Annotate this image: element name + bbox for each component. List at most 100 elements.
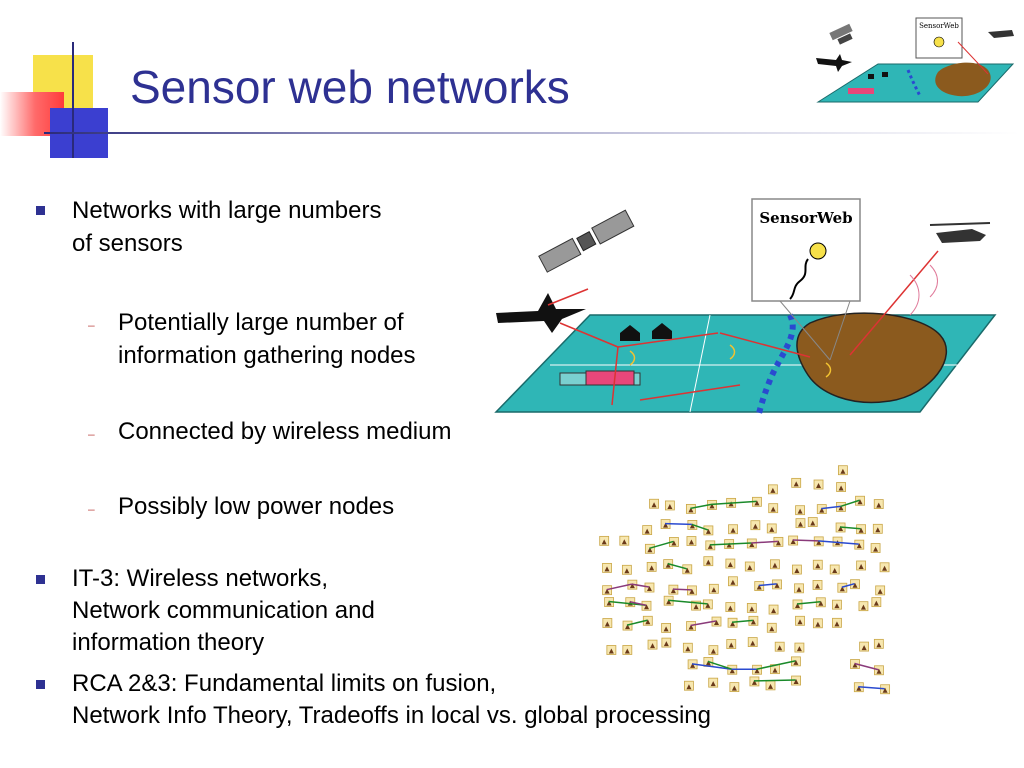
sensor-link <box>629 600 647 607</box>
sensor-node-icon <box>728 576 738 587</box>
sensor-node-icon <box>794 583 804 594</box>
sensor-link <box>690 620 717 627</box>
bullet-square-icon <box>36 206 45 215</box>
sensor-node-icon <box>661 637 672 648</box>
sensor-node-icon <box>725 558 736 569</box>
sensor-node-icon <box>832 599 842 610</box>
sensor-node-icon <box>750 520 761 531</box>
sensor-link <box>751 540 778 544</box>
sensor-node-icon <box>726 639 737 649</box>
sensor-node-icon <box>880 684 891 695</box>
sensor-link <box>606 583 633 591</box>
sensor-node-icon <box>691 600 701 611</box>
sensor-node-icon <box>855 495 865 506</box>
sensor-node-icon <box>664 500 675 511</box>
sensorweb-thumbnail: SensorWeb <box>816 17 1015 103</box>
sensor-node-icon <box>728 524 738 535</box>
sensor-link <box>692 663 732 670</box>
sensor-link <box>758 583 777 587</box>
sensor-node-icon <box>832 617 842 628</box>
sensor-link <box>792 539 819 542</box>
subbullet-gathering-nodes: – Potentially large number of informatio… <box>88 309 416 369</box>
bullet-rca: RCA 2&3: Fundamental limits on fusion, N… <box>36 668 711 732</box>
sensor-node-icon <box>708 583 719 594</box>
sensor-node-icon <box>746 602 757 613</box>
sensor-node-icon <box>649 498 659 509</box>
sensor-node-icon <box>621 564 632 575</box>
sensor-link <box>667 562 687 570</box>
bullet-square-icon <box>36 680 45 689</box>
sensor-node-icon <box>856 560 867 571</box>
sensor-node-icon <box>765 680 776 691</box>
sensor-link <box>840 499 860 508</box>
sensor-node-icon <box>856 524 867 535</box>
sensor-node-icon <box>744 561 755 572</box>
sensor-node-icon <box>873 638 884 649</box>
sensor-node-icon <box>646 561 657 572</box>
sensor-link <box>626 619 648 626</box>
sensor-node-icon <box>874 665 884 676</box>
bullet-networks: Networks with large numbers of sensors <box>36 194 381 260</box>
sensor-node-icon <box>766 523 777 534</box>
sensor-node-icon <box>703 525 714 536</box>
slide-title: Sensor web networks <box>130 61 570 113</box>
sensor-node-icon <box>870 543 881 553</box>
sensor-link <box>756 660 796 670</box>
sensor-link <box>649 540 674 550</box>
sensor-node-icon <box>622 645 633 655</box>
sensor-node-icon <box>812 559 823 570</box>
sensor-node-icon <box>619 535 630 546</box>
subbullet-wireless: – Connected by wireless medium <box>88 415 451 448</box>
sensorweb-illustration: SensorWeb <box>494 198 997 418</box>
sensor-node-icon <box>602 618 613 628</box>
sensor-node-icon <box>859 641 870 652</box>
sensor-node-icon <box>729 682 740 693</box>
sensor-node-icon <box>795 505 805 516</box>
sensor-node-icon <box>684 680 694 691</box>
sensor-node-icon <box>812 580 823 590</box>
sensorweb-label: SensorWeb <box>759 209 852 227</box>
sensor-node-icon <box>837 465 848 476</box>
sensor-link <box>711 500 757 506</box>
sensor-link <box>672 588 692 591</box>
sensor-node-icon <box>602 562 612 573</box>
thumbnail-label: SensorWeb <box>919 22 959 30</box>
sensor-node-icon <box>873 499 884 509</box>
dash-icon: – <box>88 427 95 441</box>
bullet-square-icon <box>36 575 45 584</box>
sensor-links <box>606 499 885 690</box>
sensor-node-icon <box>768 604 779 615</box>
sensor-link <box>818 540 859 545</box>
sensor-link <box>753 679 796 682</box>
subbullet-low-power: – Possibly low power nodes <box>88 490 394 523</box>
sensor-node-icon <box>599 535 610 546</box>
sensor-node-icon <box>871 597 882 608</box>
sensor-link <box>665 522 692 526</box>
sensor-node-icon <box>768 503 779 514</box>
sensor-node-icon <box>794 642 805 653</box>
sensor-node-icon <box>813 479 824 490</box>
sensor-link <box>668 599 708 605</box>
sensor-link <box>821 505 841 510</box>
sensor-link <box>691 523 709 531</box>
sensor-node-icon <box>641 600 652 611</box>
sensor-node-icon <box>725 602 736 612</box>
sensor-node-icon <box>807 517 818 527</box>
sensor-link <box>707 660 733 670</box>
sensor-nodes <box>599 465 891 695</box>
sensor-node-icon <box>703 556 714 567</box>
sensor-link <box>709 542 752 546</box>
sensor-link <box>631 583 650 588</box>
sensor-node-icon <box>769 559 780 570</box>
sensor-node-icon <box>647 639 658 650</box>
dash-icon: – <box>88 318 95 332</box>
sensor-node-icon <box>708 677 719 688</box>
sensor-node-icon <box>879 562 890 573</box>
sensor-node-icon <box>702 599 713 610</box>
sensor-node-icon <box>766 622 777 633</box>
sensor-node-icon <box>872 523 883 534</box>
sensor-node-icon <box>854 539 865 550</box>
bullet-it3: IT-3: Wireless networks, Network communi… <box>36 563 375 659</box>
sensor-node-icon <box>836 482 846 492</box>
sensor-node-icon <box>642 525 653 535</box>
